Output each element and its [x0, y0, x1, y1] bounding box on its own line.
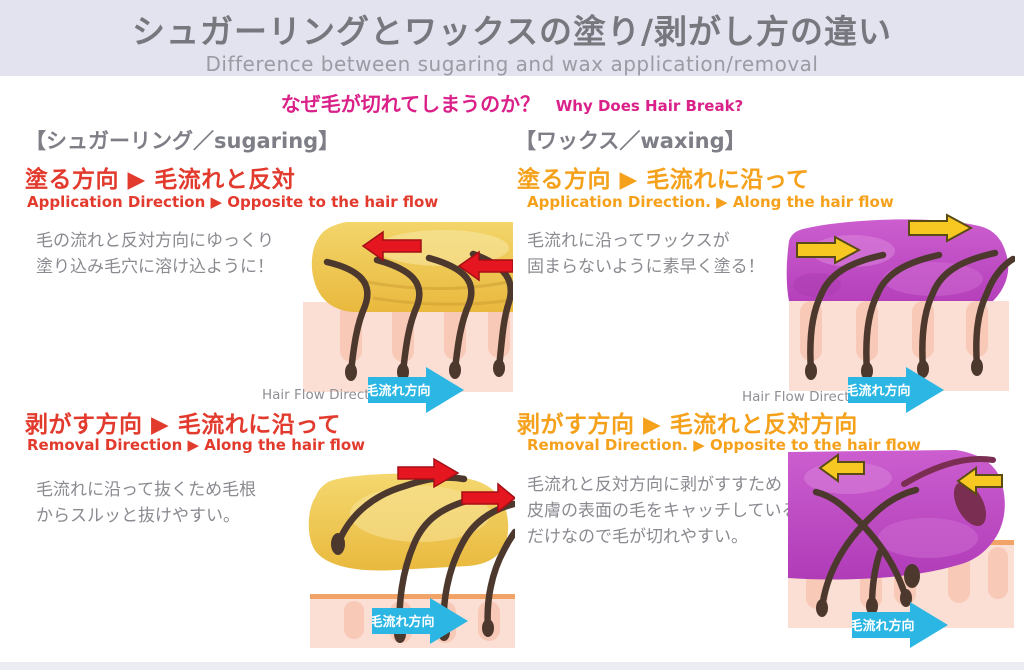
hair-bulbs [816, 564, 920, 617]
waxing-removal-body: 毛流れと反対方向に剥がすすため 皮膚の表面の毛をキャッチしている だけなので毛が… [527, 475, 799, 547]
application-direction-arrows [796, 213, 974, 265]
hairs [323, 250, 513, 376]
removal-direction-arrows [397, 457, 515, 514]
removal-direction-arrows [818, 453, 1003, 496]
waxing-application-illustration [786, 213, 1015, 391]
waxing-hair-flow-label-en: Hair Flow Direction [742, 389, 871, 405]
hair-flow-arrow: 毛流れ方向 [852, 602, 948, 648]
hair-flow-arrow-label: 毛流れ方向 [852, 618, 915, 634]
sugaring-removal-subheading: Removal Direction ▶ Along the hair flow [27, 436, 366, 454]
hair-bulbs [345, 359, 505, 381]
wax-highlight-2 [878, 518, 978, 558]
waxing-removal-subheading: Removal Direction. ▶ Opposite to the hai… [527, 436, 921, 454]
bottom-strip [0, 662, 1024, 670]
sugaring-removal-heading: 剥がす方向 ▶ 毛流れに沿って [25, 412, 342, 438]
question-line: なぜ毛が切れてしまうのか？ Why Does Hair Break? [0, 88, 1024, 117]
page-title: シュガーリングとワックスの塗り/剥がし方の違い [131, 12, 893, 51]
skin-surface-line [310, 594, 515, 599]
hair-flow-arrow-label: 毛流れ方向 [848, 383, 911, 399]
wax-highlight-2 [883, 262, 983, 296]
sugaring-hair-flow-label-en: Hair Flow Direction [262, 387, 391, 403]
paste-highlight [350, 486, 490, 542]
hairs [396, 494, 515, 638]
sugaring-application-subheading: Application Direction ▶ Opposite to the … [27, 193, 439, 211]
hair-bulbs [805, 358, 983, 380]
waxing-application-subheading: Application Direction. ▶ Along the hair … [527, 193, 894, 211]
hair-flow-arrow-label: 毛流れ方向 [372, 614, 435, 630]
question-jp: なぜ毛が切れてしまうのか？ [280, 92, 541, 116]
sugaring-removal-body: 毛流れに沿って抜くため毛根 からスルッと抜けやすい。 [36, 480, 257, 526]
application-direction-arrows [361, 230, 513, 282]
hair-flow-arrow-label: 毛流れ方向 [368, 383, 431, 399]
hairs [807, 249, 1015, 375]
header-band: シュガーリングとワックスの塗り/剥がし方の違い Difference betwe… [0, 0, 1024, 76]
hair-flow-arrow: 毛流れ方向 [848, 367, 944, 413]
caught-hair-root [901, 456, 996, 527]
hair-flow-arrow: 毛流れ方向 [368, 367, 464, 413]
question-en: Why Does Hair Break? [555, 97, 744, 115]
waxing-section-title: 【ワックス／waxing】 [515, 129, 746, 153]
sugaring-application-body: 毛の流れと反対方向にゆっくり 塗り込み毛穴に溶け込ように！ [36, 231, 274, 277]
page-subtitle: Difference between sugaring and wax appl… [205, 52, 819, 76]
waxing-application-body: 毛流れに沿ってワックスが 固まらないように素早く塗る！ [527, 231, 765, 277]
hair-flow-arrow: 毛流れ方向 [372, 598, 468, 644]
sugaring-application-heading: 塗る方向 ▶ 毛流れと反対 [25, 167, 296, 193]
paste-streaks [357, 278, 512, 306]
waxing-removal-heading: 剥がす方向 ▶ 毛流れと反対方向 [517, 412, 858, 438]
waxing-application-heading: 塗る方向 ▶ 毛流れに沿って [517, 167, 810, 193]
sugaring-section-title: 【シュガーリング／sugaring】 [25, 129, 340, 153]
